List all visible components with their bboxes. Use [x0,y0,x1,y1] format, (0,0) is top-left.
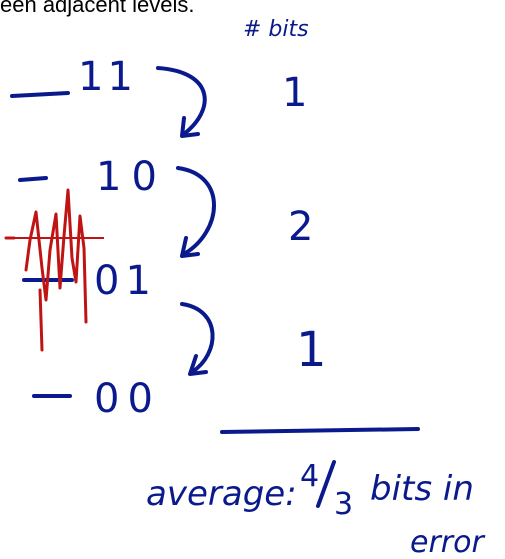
level-code-11: 11 [78,54,137,100]
caption-text: een adjacent levels. [0,0,195,17]
noisy-signal-spike [38,288,44,352]
transition-arrowhead-1 [180,116,200,138]
transition-arrow-3 [180,302,215,374]
level-code-01: 01 [94,258,157,304]
noisy-signal-trace [4,188,88,324]
level-dash-10 [18,176,48,182]
level-bits-11: 1 [282,70,307,116]
transition-arrowhead-3 [188,354,208,376]
average-suffix-line2: error [410,525,485,559]
level-code-00: 00 [94,376,161,422]
average-denominator: 3 [334,487,353,522]
fraction-slash [316,460,336,508]
level-bits-01: 1 [296,322,327,378]
transition-arrow-2 [176,166,216,256]
transition-arrow-1 [156,66,207,136]
transition-arrowhead-2 [180,236,200,258]
average-numerator: 4 [300,459,319,494]
average-label: average: [146,474,297,514]
bits-column-header: # bits [243,17,309,42]
average-suffix-line1: bits in [370,469,474,509]
level-dash-11 [10,91,70,98]
level-code-10: 10 [96,154,167,200]
sum-underline [220,427,420,434]
level-bits-10: 2 [288,204,313,250]
